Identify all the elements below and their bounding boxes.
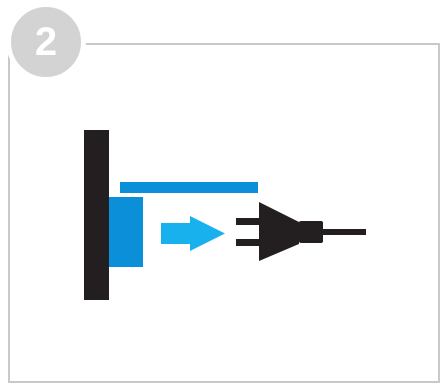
device-top-bar	[120, 182, 258, 193]
power-plug-icon	[236, 202, 366, 261]
device-body-icon	[109, 197, 143, 267]
unplug-arrow-icon	[161, 216, 225, 251]
wall-panel-icon	[84, 130, 109, 300]
